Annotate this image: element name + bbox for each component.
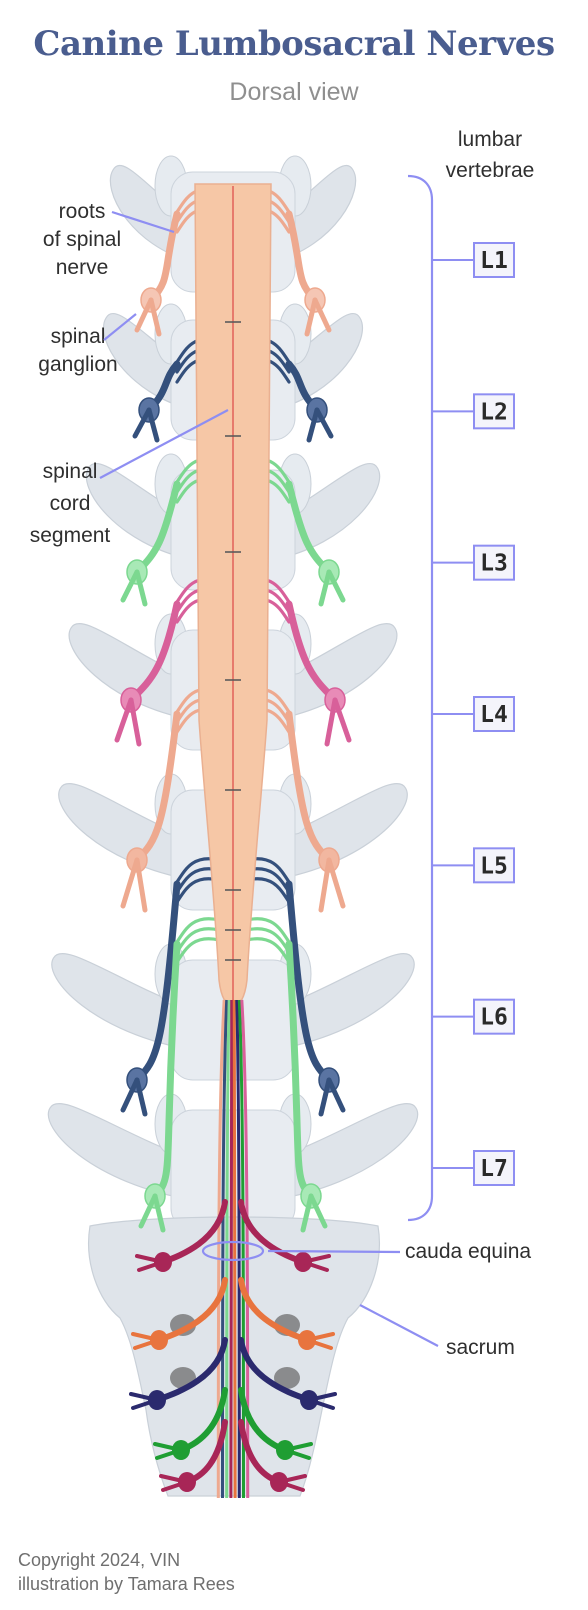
svg-text:spinal: spinal — [51, 325, 106, 348]
vertebra-label-L5: L5 — [432, 848, 514, 882]
svg-text:roots: roots — [59, 200, 106, 223]
credits: Copyright 2024, VIN illustration by Tama… — [18, 1548, 418, 1596]
roots-label-line-2: of spinal — [43, 228, 121, 251]
lumbar-label-line-2: vertebrae — [446, 159, 535, 182]
svg-text:of spinal: of spinal — [43, 228, 121, 251]
label-lumbar-vertebrae: lumbar vertebrae — [446, 128, 535, 182]
pointer-sacrum — [360, 1305, 438, 1346]
ganglion-label-line-1: spinal — [51, 325, 106, 348]
vertebra-text-L7: L7 — [480, 1156, 508, 1182]
vertebra-text-L3: L3 — [480, 551, 508, 577]
label-roots-of-spinal-nerve: roots of spinal nerve — [43, 200, 121, 279]
vertebra-label-L2: L2 — [432, 394, 514, 428]
vertebra-label-L1: L1 — [432, 243, 514, 277]
svg-text:lumbar: lumbar — [458, 128, 522, 151]
vertebra-text-L2: L2 — [480, 399, 508, 425]
vertebra-label-L4: L4 — [432, 697, 514, 731]
roots-label-line-1: roots — [59, 200, 106, 223]
svg-text:nerve: nerve — [56, 256, 109, 279]
label-cauda-equina: cauda equina — [405, 1240, 531, 1263]
copyright-text: Copyright 2024, VIN — [18, 1548, 418, 1572]
lumbar-label-line-1: lumbar — [458, 128, 522, 151]
cauda-strand-5 — [234, 1000, 235, 1498]
ganglion-label-line-2: ganglion — [38, 353, 117, 376]
vertebra-text-L4: L4 — [480, 702, 508, 728]
bracket-line — [408, 176, 432, 1220]
cord-label-line-2: cord — [50, 492, 91, 515]
svg-text:ganglion: ganglion — [38, 353, 117, 376]
label-sacrum: sacrum — [446, 1336, 515, 1359]
svg-text:segment: segment — [30, 524, 111, 547]
cord-label-line-3: segment — [30, 524, 111, 547]
pointer-cauda-equina — [268, 1251, 400, 1252]
svg-text:vertebrae: vertebrae — [446, 159, 535, 182]
vertebra-label-L7: L7 — [432, 1151, 514, 1185]
svg-text:cord: cord — [50, 492, 91, 515]
svg-text:spinal: spinal — [43, 460, 98, 483]
roots-label-line-3: nerve — [56, 256, 109, 279]
vertebra-text-L5: L5 — [480, 853, 508, 879]
cord-label-line-1: spinal — [43, 460, 98, 483]
vertebra-text-L6: L6 — [480, 1005, 508, 1031]
vertebra-text-L1: L1 — [480, 248, 508, 274]
vertebra-label-L3: L3 — [432, 546, 514, 580]
cauda-strand-4 — [231, 1000, 232, 1498]
illustrator-credit: illustration by Tamara Rees — [18, 1572, 418, 1596]
vertebra-label-L6: L6 — [432, 1000, 514, 1034]
